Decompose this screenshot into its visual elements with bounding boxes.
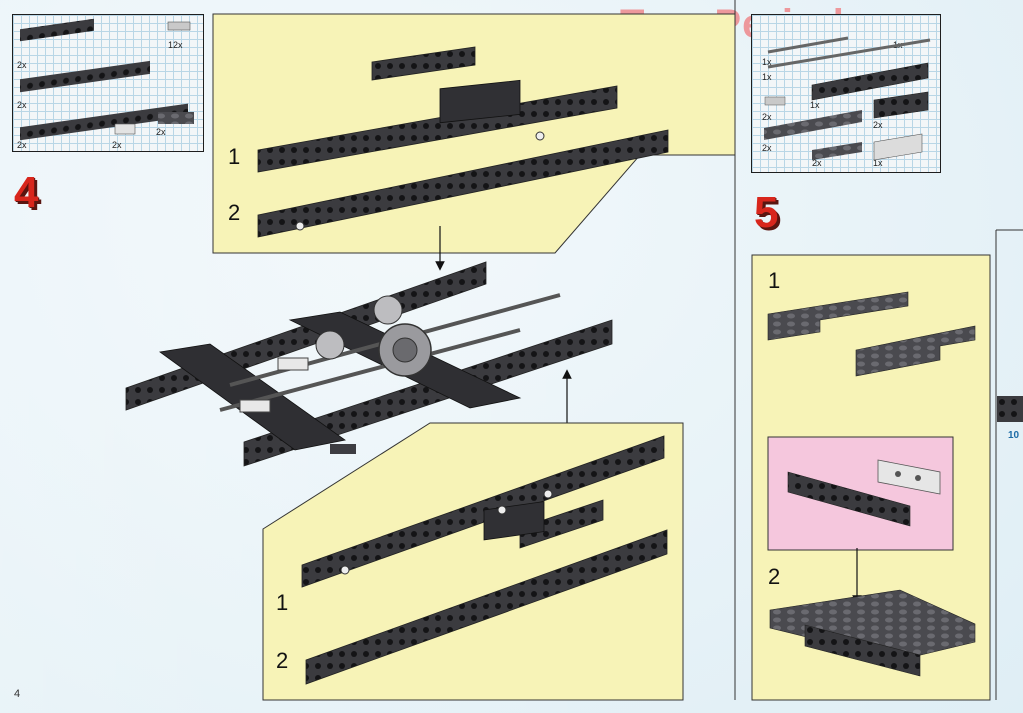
part-qty: 2x bbox=[17, 140, 27, 150]
part-qty: 2x bbox=[873, 120, 883, 130]
step-5-number: 5 bbox=[754, 188, 779, 237]
step5-parts-bricks bbox=[764, 36, 931, 161]
part-qty: 2x bbox=[812, 158, 822, 168]
step5-top-plates bbox=[767, 291, 976, 377]
part-qty: 1x bbox=[810, 100, 820, 110]
step4-bottom-panel bbox=[262, 422, 684, 701]
part-qty: 1x bbox=[762, 57, 772, 67]
step5-substep-2: 2 bbox=[768, 564, 781, 589]
step4-parts-bricks bbox=[20, 18, 194, 141]
step4-bottom-substep-2: 2 bbox=[276, 648, 289, 673]
part-qty: 12x bbox=[168, 40, 183, 50]
step4-bottom-substep-1: 1 bbox=[276, 590, 289, 615]
step4-bottom-bricks bbox=[301, 435, 668, 685]
part-qty: 2x bbox=[17, 60, 27, 70]
margin-brick bbox=[997, 396, 1023, 422]
chassis-assembly bbox=[125, 261, 613, 467]
step4-top-bricks bbox=[257, 46, 669, 238]
page-number: 4 bbox=[14, 688, 21, 700]
part-qty: 2x bbox=[17, 100, 27, 110]
part-qty: 1x bbox=[762, 72, 772, 82]
step-4-number: 4 bbox=[14, 168, 39, 217]
step4-top-substep-1: 1 bbox=[228, 144, 241, 169]
step5-assembled bbox=[769, 589, 976, 677]
part-qty: 1x bbox=[873, 158, 883, 168]
step5-inset-bricks bbox=[787, 459, 941, 527]
part-qty: 2x bbox=[762, 143, 772, 153]
margin-number: 10 bbox=[1008, 430, 1020, 441]
part-qty: 2x bbox=[112, 140, 122, 150]
part-qty: 2x bbox=[762, 112, 772, 122]
step4-top-substep-2: 2 bbox=[228, 200, 241, 225]
part-qty: 2x bbox=[156, 127, 166, 137]
step5-substep-1: 1 bbox=[768, 268, 781, 293]
